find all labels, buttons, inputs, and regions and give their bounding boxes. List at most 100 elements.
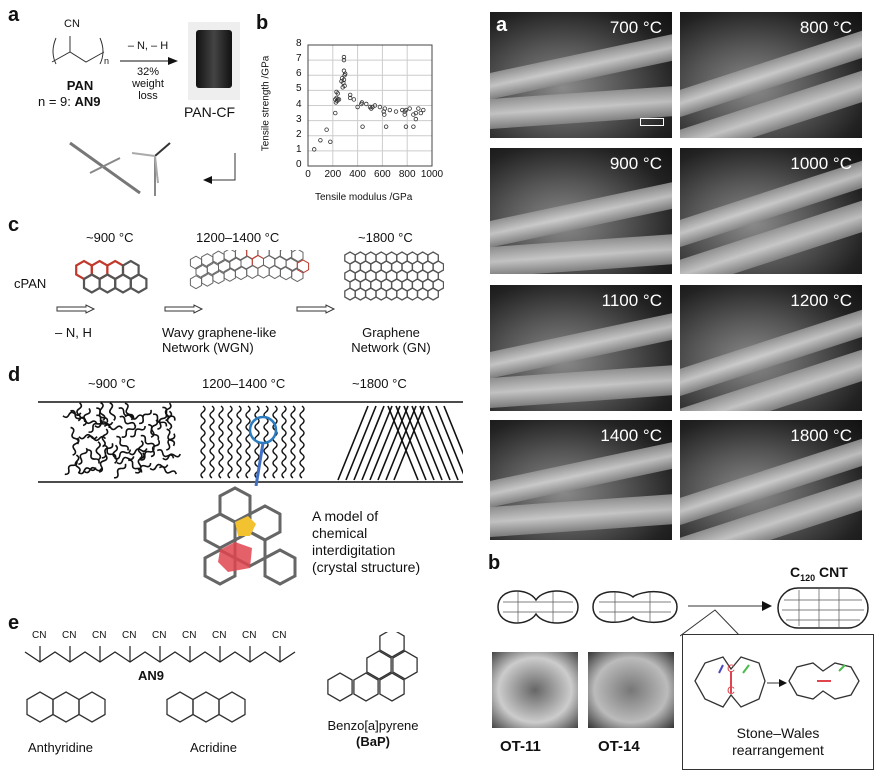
data-point	[407, 106, 412, 111]
squiggle	[149, 463, 169, 471]
data-point	[342, 83, 347, 89]
ot11-label: OT-11	[500, 738, 541, 755]
stone-wales-caption: Stone–Wales rearrangement	[732, 725, 824, 758]
squiggle	[140, 447, 155, 461]
squiggle	[150, 419, 159, 438]
squiggle	[119, 415, 136, 427]
c120-cnt-model	[777, 587, 869, 629]
squiggle	[72, 437, 80, 456]
squiggle	[76, 402, 83, 422]
data-point	[341, 77, 347, 82]
loss-n-h: – N, H	[55, 325, 92, 340]
ring	[229, 257, 242, 272]
graphitic-line	[385, 405, 417, 481]
squiggle	[227, 405, 233, 479]
squiggle	[200, 405, 206, 479]
d-temp-1800: ~1800 °C	[352, 376, 407, 391]
crystal-structure-model	[203, 486, 297, 586]
squiggle	[98, 454, 108, 473]
ring	[212, 250, 225, 265]
squiggle	[88, 419, 103, 433]
ring	[344, 287, 356, 301]
ring	[78, 691, 106, 723]
squiggle	[218, 405, 224, 479]
callout-pointer	[680, 609, 740, 637]
ring	[218, 691, 246, 723]
x-tick-label: 600	[374, 169, 391, 180]
ring	[392, 650, 418, 680]
ring	[385, 287, 398, 301]
ot14-model	[592, 590, 678, 624]
squiggle	[152, 413, 168, 427]
ring	[98, 273, 117, 294]
graphitic-line	[443, 405, 463, 455]
data-point	[341, 54, 347, 60]
y-axis-label: Tensile strength /GPa	[260, 55, 272, 152]
pan-cf-spool-photo	[188, 22, 240, 100]
ring	[379, 632, 405, 658]
data-point	[312, 147, 317, 152]
ring	[353, 672, 379, 702]
squiggle	[156, 448, 175, 459]
tem-image: 900 °C	[490, 148, 672, 274]
squiggle	[166, 410, 173, 430]
squiggle	[130, 425, 146, 438]
graphitic-line	[435, 405, 463, 475]
ring	[354, 287, 367, 301]
temperature-label: 900 °C	[609, 154, 662, 173]
panel-label-b-right: b	[488, 552, 501, 574]
data-point	[347, 95, 353, 101]
stone-wales-box: C C Stone–Wales rearrangement	[682, 634, 874, 770]
data-point	[351, 97, 357, 102]
ot14-label: OT-14	[598, 738, 640, 755]
x-tick-label: 0	[305, 169, 311, 180]
squiggle	[121, 425, 137, 438]
data-point	[403, 124, 409, 129]
ring	[52, 691, 80, 723]
squiggle	[82, 408, 91, 427]
c-temp-1200-1400: 1200–1400 °C	[196, 230, 280, 245]
squiggle	[95, 441, 102, 461]
ring	[129, 273, 148, 294]
temperature-label: 1100 °C	[601, 291, 662, 310]
c120-cnt-label: C120 CNT	[790, 564, 848, 583]
squiggle	[103, 423, 123, 431]
ring	[327, 672, 353, 702]
ot11-model	[497, 590, 579, 624]
squiggle	[113, 463, 127, 479]
an9-name: AN9	[138, 668, 165, 683]
ring	[223, 267, 236, 282]
squiggle	[101, 443, 114, 459]
squiggle	[140, 434, 156, 448]
data-point	[411, 124, 416, 129]
squiggle	[139, 409, 152, 425]
an9-structure	[24, 646, 296, 663]
d-temp-1200-1400: 1200–1400 °C	[202, 376, 286, 391]
squiggle	[124, 402, 134, 421]
squiggle	[162, 453, 182, 461]
cn-group: CN	[64, 18, 80, 30]
x-axis-label: Tensile modulus /GPa	[315, 192, 413, 203]
graphitic-line	[393, 405, 425, 481]
data-point	[333, 110, 338, 116]
ring	[192, 691, 220, 723]
ring	[285, 257, 298, 272]
ring	[291, 267, 304, 283]
data-point	[336, 97, 342, 102]
squiggle	[108, 402, 116, 421]
squiggle	[116, 456, 135, 465]
cn-label: CN	[92, 630, 107, 641]
data-point	[347, 92, 353, 98]
subscript-n: n	[104, 56, 110, 66]
y-tick-label: 1	[296, 143, 302, 155]
squiggle	[94, 421, 114, 428]
squiggle	[112, 444, 119, 464]
cn-label: CN	[62, 630, 77, 641]
squiggle	[158, 465, 177, 475]
temperature-label: 1200 °C	[790, 291, 852, 310]
data-point	[387, 107, 393, 113]
crystal-structure-caption: A model of chemical interdigitation (cry…	[312, 508, 421, 575]
ot14-image	[588, 652, 674, 728]
squiggle	[148, 423, 160, 441]
squiggle	[272, 405, 278, 479]
